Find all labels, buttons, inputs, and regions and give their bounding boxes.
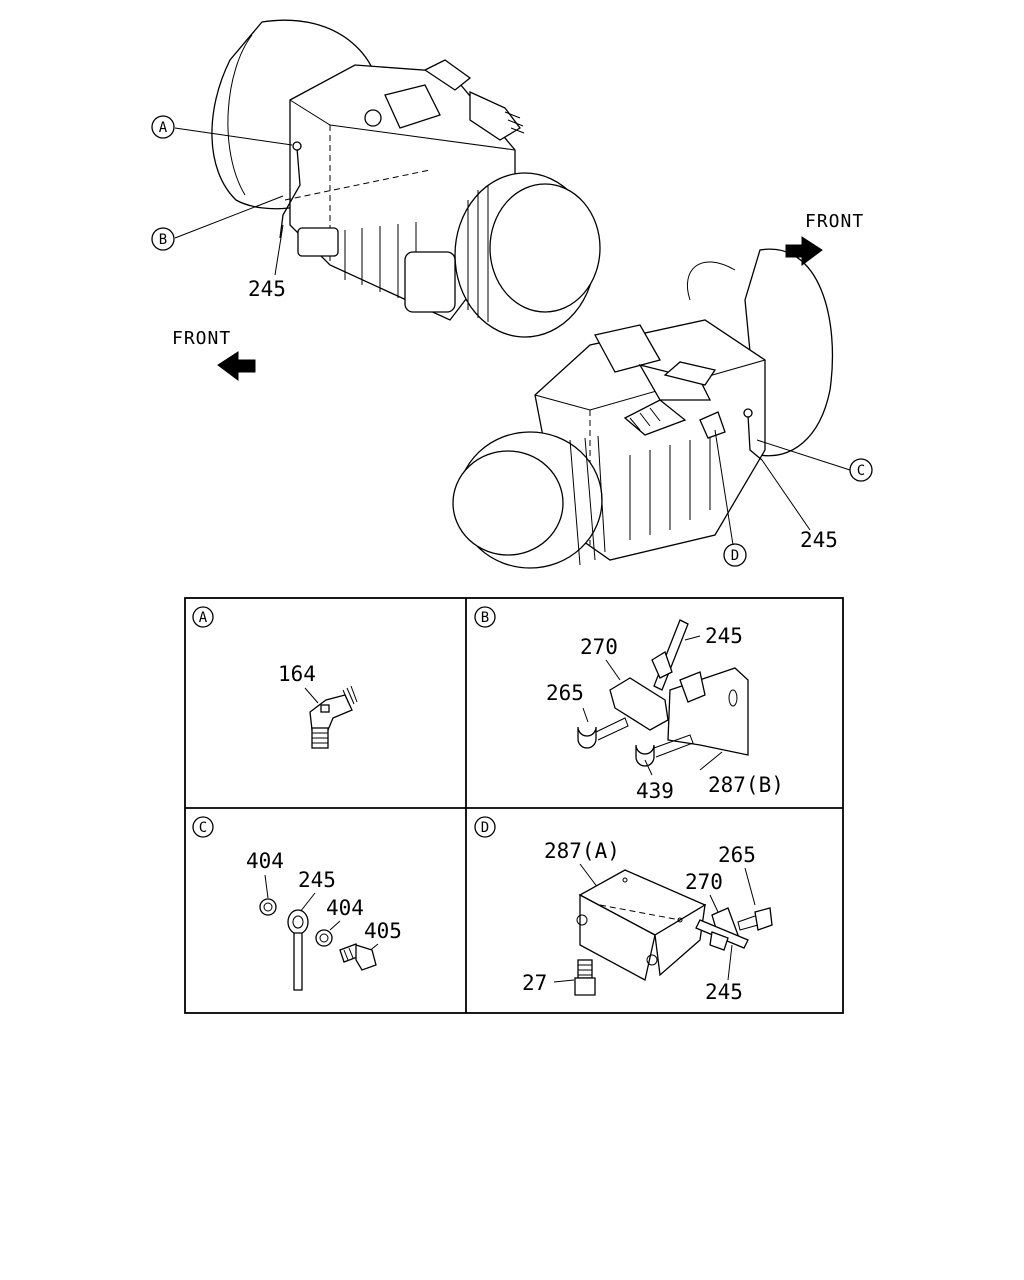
front-label-right: FRONT: [805, 211, 864, 232]
top-transmission-assembly: [174, 19, 601, 338]
part-label-164: 164: [278, 662, 316, 686]
front-label-left: FRONT: [172, 328, 231, 349]
callout-a-top: A: [151, 115, 175, 139]
callout-c-main: C: [849, 458, 873, 482]
panel-c-circle: [192, 816, 214, 838]
panel-b-circle: [474, 606, 496, 628]
part-label-287b: 287(B): [708, 773, 784, 797]
callout-d-main: D: [723, 543, 747, 567]
part-label-245-d: 245: [705, 980, 743, 1004]
elbow-fitting-164: [309, 685, 358, 749]
detail-panel-c: C 404 245 404 405: [192, 816, 402, 991]
part-label-405: 405: [364, 919, 402, 943]
callout-b-top: B: [151, 227, 175, 251]
front-arrow-right-icon: [785, 236, 823, 266]
callout-letter-c: C: [857, 463, 865, 479]
panel-d-circle: [474, 816, 496, 838]
callout-circle-d: [723, 543, 747, 567]
panel-a-letter: A: [199, 610, 208, 626]
bottom-transmission-assembly: [452, 248, 851, 569]
part-label-270-b: 270: [580, 635, 618, 659]
panel-b-letter: B: [481, 610, 489, 626]
part-label-439: 439: [636, 779, 674, 803]
callout-circle-a: [151, 115, 175, 139]
part-label-404-second: 404: [326, 896, 364, 920]
part-label-245-bottom: 245: [800, 528, 838, 552]
callout-letter-a: A: [159, 120, 168, 136]
panel-a-circle: [192, 606, 214, 628]
callout-letter-b: B: [159, 232, 167, 248]
part-label-404-first: 404: [246, 849, 284, 873]
detail-panel-a: A 164: [192, 606, 358, 749]
part-label-265-b: 265: [546, 681, 584, 705]
detail-panels-grid: [184, 597, 844, 1014]
callout-circle-b: [151, 227, 175, 251]
callout-circle-c: [849, 458, 873, 482]
panel-c-letter: C: [199, 820, 207, 836]
part-label-245-top: 245: [248, 277, 286, 301]
part-label-265-d: 265: [718, 843, 756, 867]
detail-panel-b: B 270 245 265 439 287(B): [474, 606, 784, 803]
panel-d-letter: D: [481, 820, 489, 836]
callout-letter-d: D: [731, 548, 739, 564]
detail-panel-d: D 287(A) 265 270 27 245: [474, 816, 773, 1004]
part-label-287a: 287(A): [544, 839, 620, 863]
part-label-245-b: 245: [705, 624, 743, 648]
front-arrow-left-icon: [217, 351, 256, 381]
part-label-270-d: 270: [685, 870, 723, 894]
part-label-245-c: 245: [298, 868, 336, 892]
part-label-27: 27: [522, 971, 547, 995]
